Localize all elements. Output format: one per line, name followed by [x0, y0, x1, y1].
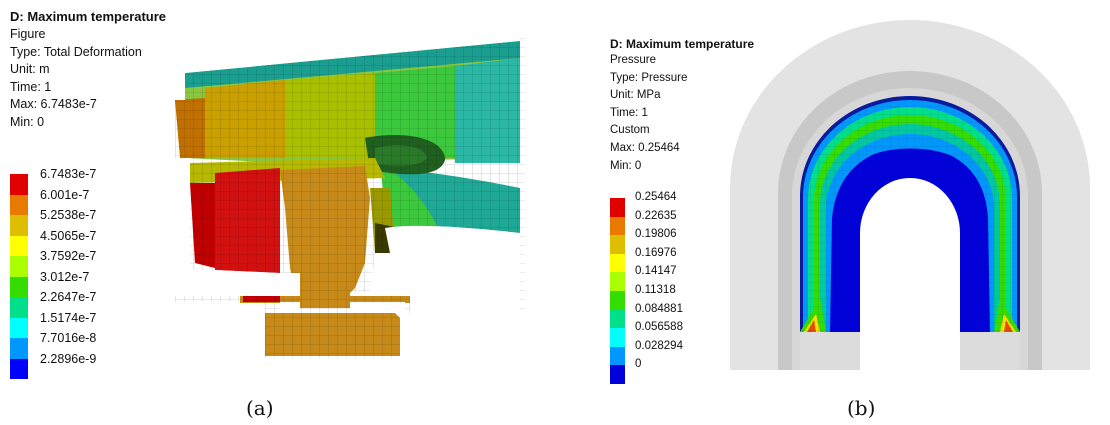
legend-swatch	[610, 365, 625, 384]
legend-label: 0.14147	[635, 265, 677, 278]
legend-row: 0.16976	[610, 246, 740, 273]
legend-row: 6.001e-7	[10, 187, 160, 215]
info-block-a: D: Maximum temperature Figure Type: Tota…	[10, 8, 166, 131]
legend-label: 5.2538e-7	[40, 208, 97, 222]
legend-row: 2.2647e-7	[10, 290, 160, 318]
legend-row: 7.7016e-8	[10, 331, 160, 359]
info-line: Unit: MPa	[610, 89, 661, 102]
legend-swatch	[10, 297, 28, 318]
legend-swatch	[610, 291, 625, 310]
color-legend-a: 6.7483e-7 6.001e-7 5.2538e-7 4.5065e-7 3.759…	[10, 167, 160, 379]
info-line: Figure	[10, 27, 46, 41]
legend-label: 2.2896e-9	[40, 351, 97, 366]
legend-swatch	[10, 256, 28, 277]
legend-label: 0	[635, 358, 642, 371]
legend-label: 6.001e-7	[40, 187, 90, 202]
pressure-model	[730, 20, 1090, 370]
legend-label: 0.056588	[635, 321, 683, 334]
legend-label: 6.7483e-7	[40, 167, 97, 181]
info-line: Max: 6.7483e-7	[10, 97, 97, 111]
legend-swatch	[10, 194, 28, 215]
legend-row: 3.7592e-7	[10, 249, 160, 277]
legend-row: 6.7483e-7	[10, 167, 160, 195]
legend-swatch	[610, 272, 625, 291]
info-line: Unit: m	[10, 62, 50, 76]
legend-row: 0.14147	[610, 265, 740, 291]
panel-b: D: Maximum temperature Pressure Type: Pr…	[555, 0, 1110, 420]
info-line: Type: Total Deformation	[10, 44, 142, 59]
info-block-b: D: Maximum temperature Pressure Type: Pr…	[610, 36, 754, 175]
legend-row: 0.25464	[610, 191, 740, 217]
deformation-model	[175, 38, 525, 358]
legend-swatch	[610, 198, 625, 217]
legend-label: 7.7016e-8	[40, 331, 97, 345]
info-line: Min: 0	[10, 114, 45, 129]
info-line: Time: 1	[10, 79, 52, 94]
legend-swatch	[610, 216, 625, 236]
legend-label: 0.028294	[635, 339, 683, 352]
legend-row: 3.012e-7	[10, 269, 160, 297]
legend-swatch	[10, 276, 28, 297]
legend-swatch	[610, 328, 625, 347]
legend-label: 0.16976	[635, 246, 677, 259]
legend-label: 2.2647e-7	[40, 290, 97, 304]
caption-b: (b)	[847, 396, 876, 420]
info-line: Custom	[610, 124, 650, 137]
legend-row: 5.2538e-7	[10, 208, 160, 236]
legend-row: 0.056588	[610, 321, 740, 347]
legend-label: 4.5065e-7	[40, 228, 97, 243]
legend-swatch	[610, 235, 625, 254]
info-line: Max: 0.25464	[610, 141, 680, 154]
color-legend-b: 0.25464 0.22635 0.19806 0.16976 0.14147 0.113…	[610, 191, 740, 384]
legend-row: 0.028294	[610, 339, 740, 366]
info-line: Pressure	[610, 54, 657, 66]
legend-row: 4.5065e-7	[10, 228, 160, 256]
legend-label: 3.7592e-7	[40, 249, 97, 263]
legend-row: 0.11318	[610, 284, 740, 310]
legend-label: 3.012e-7	[40, 269, 90, 284]
panel-a: D: Maximum temperature Figure Type: Tota…	[0, 0, 555, 420]
legend-label: 0.19806	[635, 228, 677, 241]
legend-swatch	[10, 235, 28, 256]
legend-swatch	[10, 174, 28, 195]
legend-swatch	[10, 317, 28, 338]
legend-label: 0.11318	[635, 284, 676, 296]
legend-row: 0.084881	[610, 302, 740, 329]
legend-label: 0.084881	[635, 302, 683, 315]
legend-swatch	[610, 253, 625, 273]
legend-label: 0.25464	[635, 191, 677, 203]
info-line: Time: 1	[610, 106, 648, 119]
legend-row: 2.2896e-9	[10, 351, 160, 379]
info-line: Min: 0	[610, 159, 642, 172]
legend-swatch	[610, 309, 625, 329]
caption-a: (a)	[246, 396, 274, 420]
legend-swatch	[610, 346, 625, 366]
legend-row: 0.19806	[610, 228, 740, 254]
legend-swatch	[10, 338, 28, 359]
legend-row: 0	[610, 358, 740, 384]
result-title: D: Maximum temperature	[610, 37, 755, 51]
legend-swatch	[10, 215, 28, 236]
result-title: D: Maximum temperature	[10, 9, 167, 24]
legend-label: 1.5174e-7	[40, 310, 97, 325]
legend-row: 0.22635	[610, 209, 740, 236]
legend-row: 1.5174e-7	[10, 310, 160, 338]
legend-label: 0.22635	[635, 209, 677, 222]
info-line: Type: Pressure	[610, 71, 688, 84]
legend-swatch	[10, 358, 28, 379]
